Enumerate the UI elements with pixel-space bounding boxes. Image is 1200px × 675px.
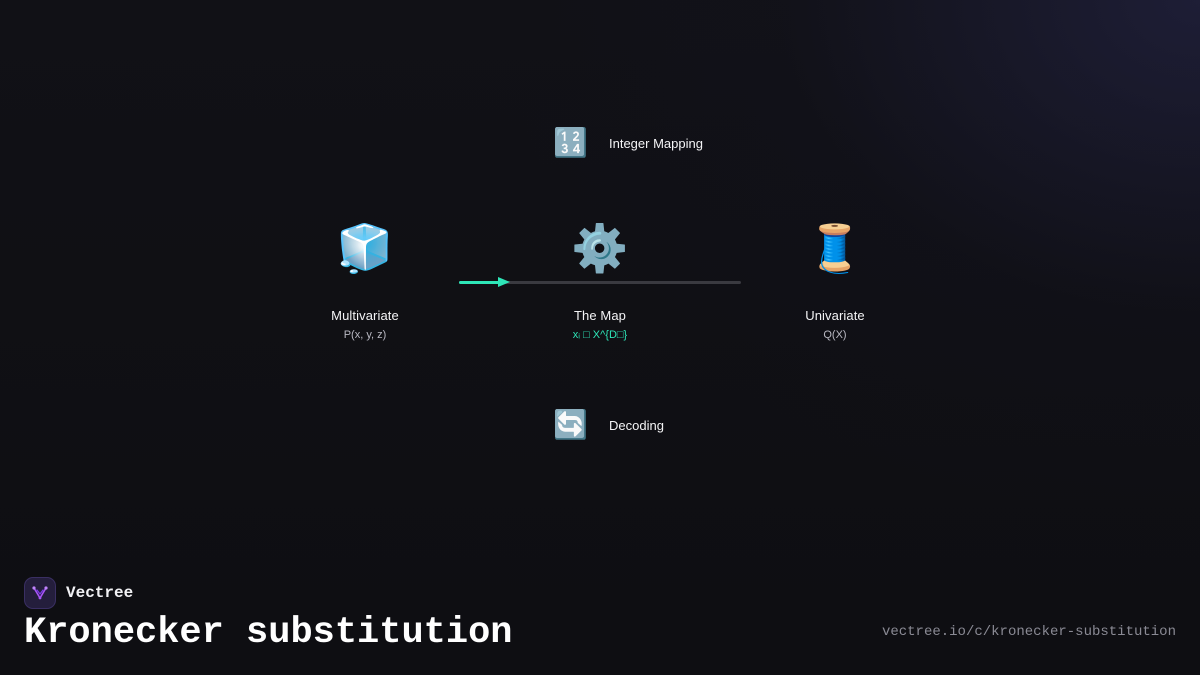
node-multivariate: 🧊 Multivariate P(x, y, z) bbox=[285, 220, 445, 341]
step-label: Integer Mapping bbox=[609, 135, 703, 151]
vectree-logo-icon bbox=[24, 577, 56, 609]
node-label: The Map bbox=[573, 308, 626, 323]
step-label: Decoding bbox=[609, 417, 664, 433]
arrow-head-icon bbox=[498, 277, 510, 287]
page-title: Kronecker substitution bbox=[24, 612, 513, 654]
node-label: Univariate bbox=[805, 308, 865, 323]
connector-track bbox=[459, 281, 741, 284]
connector-progress bbox=[459, 281, 501, 284]
step-decoding: 🔄 Decoding bbox=[553, 408, 664, 442]
node-univariate: 🧵 Univariate Q(X) bbox=[755, 220, 915, 341]
brand-name: Vectree bbox=[66, 584, 134, 602]
gear-icon: ⚙️ bbox=[571, 222, 629, 274]
node-formula: Q(X) bbox=[823, 329, 847, 341]
thread-spool-icon: 🧵 bbox=[806, 222, 864, 274]
cycle-arrows-icon: 🔄 bbox=[553, 409, 588, 440]
brand: Vectree bbox=[24, 577, 133, 609]
node-formula: P(x, y, z) bbox=[343, 329, 387, 341]
step-integer-mapping: 🔢 Integer Mapping bbox=[553, 126, 703, 160]
node-label: Multivariate bbox=[331, 308, 399, 323]
node-formula: xᵢ □ X^{D□} bbox=[572, 329, 628, 341]
node-the-map: ⚙️ The Map xᵢ □ X^{D□} bbox=[520, 220, 680, 341]
page-url[interactable]: vectree.io/c/kronecker-substitution bbox=[881, 624, 1176, 640]
ice-cube-icon: 🧊 bbox=[336, 222, 394, 274]
numbers-icon: 🔢 bbox=[553, 127, 588, 158]
